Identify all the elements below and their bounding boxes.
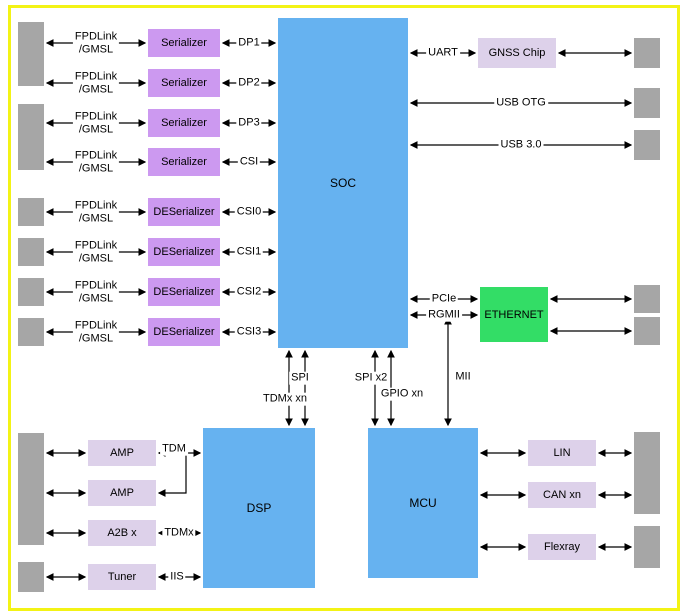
fpdlink-gmsl-label-4: FPDLink /GMSL xyxy=(72,149,120,175)
mcu-block: MCU xyxy=(368,428,478,578)
signal-label-dp3: DP3 xyxy=(236,116,262,130)
tdmx-xn-label: TDMx xn xyxy=(261,392,309,406)
fpdlink-gmsl-label-7: FPDLink /GMSL xyxy=(72,279,120,305)
fpdlink-gmsl-label-6: FPDLink /GMSL xyxy=(72,239,120,265)
iis-label: IIS xyxy=(168,570,186,584)
serializer-block-4: Serializer xyxy=(148,148,220,176)
signal-label-dp1: DP1 xyxy=(236,36,262,50)
left-connector-6 xyxy=(18,318,44,346)
tdmx-label: TDMx xyxy=(162,526,196,540)
uart-label: UART xyxy=(426,46,460,60)
deserializer-block-2: DESerializer xyxy=(148,238,220,266)
signal-label-csi2: CSI2 xyxy=(234,285,264,299)
fpdlink-gmsl-label-8: FPDLink /GMSL xyxy=(72,319,120,345)
rgmii-label: RGMII xyxy=(426,308,462,322)
left-connector-5 xyxy=(18,278,44,306)
fpdlink-gmsl-label-3: FPDLink /GMSL xyxy=(72,110,120,136)
tuner-block: Tuner xyxy=(88,564,156,590)
left-connector-8 xyxy=(18,562,44,592)
left-connector-2 xyxy=(18,104,44,170)
right-connector-3 xyxy=(634,130,660,160)
gpio-xn-label: GPIO xn xyxy=(378,387,426,401)
signal-label-csi0: CSI0 xyxy=(234,205,264,219)
left-connector-4 xyxy=(18,238,44,266)
dsp-block: DSP xyxy=(203,428,315,588)
signal-label-csi3: CSI3 xyxy=(234,325,264,339)
serializer-block-2: Serializer xyxy=(148,69,220,97)
gnss-chip-block: GNSS Chip xyxy=(478,38,556,68)
can-block: CAN xn xyxy=(528,482,596,508)
spi-x2-label: SPI x2 xyxy=(352,371,390,385)
right-connector-2 xyxy=(634,88,660,118)
left-connector-7 xyxy=(18,433,44,545)
spi-label: SPI xyxy=(289,371,311,385)
soc-block: SOC xyxy=(278,18,408,348)
serializer-block-3: Serializer xyxy=(148,109,220,137)
signal-label-csi: CSI xyxy=(237,155,261,169)
signal-label-dp2: DP2 xyxy=(236,76,262,90)
mii-label: MII xyxy=(453,370,473,384)
serializer-block-1: Serializer xyxy=(148,29,220,57)
deserializer-block-1: DESerializer xyxy=(148,198,220,226)
deserializer-block-4: DESerializer xyxy=(148,318,220,346)
right-connector-7 xyxy=(634,526,660,568)
ethernet-block: ETHERNET xyxy=(480,287,548,342)
right-connector-1 xyxy=(634,38,660,68)
usb-30-label: USB 3.0 xyxy=(498,138,544,152)
right-connector-5 xyxy=(634,317,660,345)
tdm-label: TDM xyxy=(160,442,188,456)
deserializer-block-3: DESerializer xyxy=(148,278,220,306)
amp-block-1: AMP xyxy=(88,440,156,466)
fpdlink-gmsl-label-1: FPDLink /GMSL xyxy=(72,30,120,56)
a2b-block: A2B x xyxy=(88,520,156,546)
fpdlink-gmsl-label-5: FPDLink /GMSL xyxy=(72,199,120,225)
left-connector-1 xyxy=(18,22,44,86)
pcie-label: PCIe xyxy=(429,292,459,306)
usb-otg-label: USB OTG xyxy=(494,96,548,110)
lin-block: LIN xyxy=(528,440,596,466)
right-connector-4 xyxy=(634,285,660,313)
fpdlink-gmsl-label-2: FPDLink /GMSL xyxy=(72,70,120,96)
signal-label-csi1: CSI1 xyxy=(234,245,264,259)
left-connector-3 xyxy=(18,198,44,226)
amp-block-2: AMP xyxy=(88,480,156,506)
flexray-block: Flexray xyxy=(528,534,596,560)
right-connector-6 xyxy=(634,432,660,514)
